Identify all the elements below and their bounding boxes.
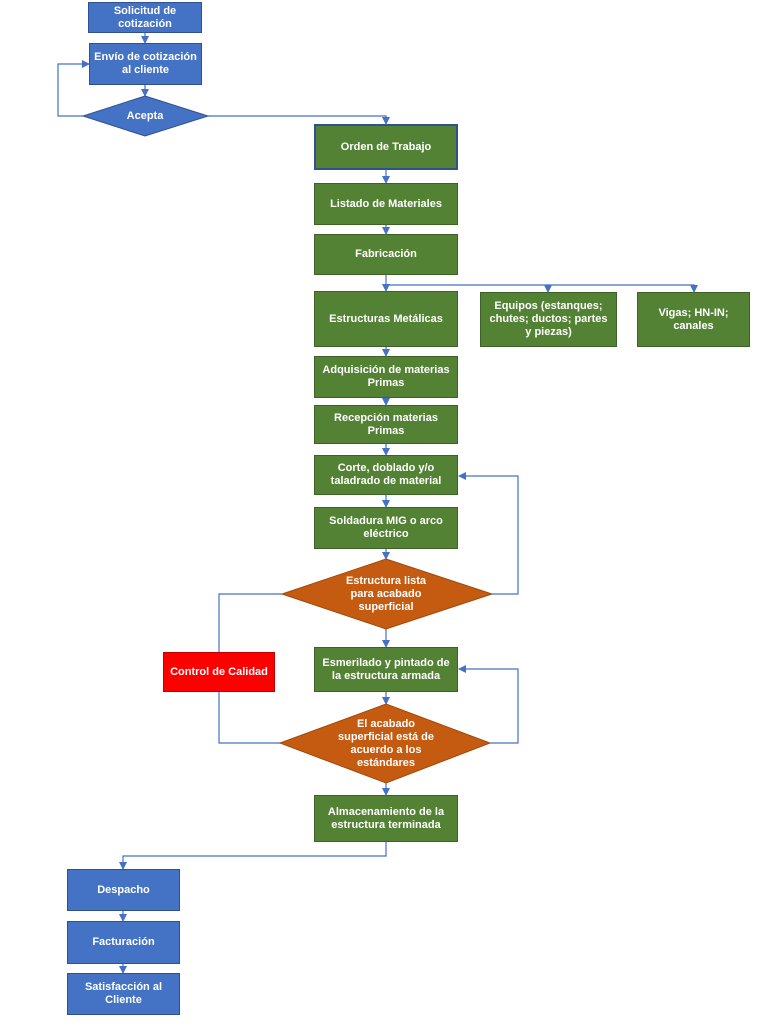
- corte-doblado-label: Corte, doblado y/o taladrado de material: [330, 462, 442, 487]
- estructura-lista-diamond: [280, 558, 494, 630]
- acabado-diamond: [278, 703, 492, 784]
- esmerilado-pintado-box: Esmerilado y pintado de la estructura ar…: [314, 647, 458, 692]
- estructuras-metalicas-box: Estructuras Metálicas: [314, 291, 458, 347]
- acepta-diamond: [81, 95, 210, 137]
- orden-trabajo-label: Orden de Trabajo: [340, 140, 432, 153]
- connector-lista-loop: [458, 472, 519, 595]
- vigas-label: Vigas; HN-IN; canales: [658, 306, 729, 332]
- connector-acepta-orden: [208, 115, 390, 125]
- despacho-box: Despacho: [67, 869, 180, 911]
- satisfaccion-cliente-box: Satisfacción al Cliente: [67, 973, 180, 1015]
- facturacion-box: Facturación: [67, 921, 180, 964]
- connector-fabricacion-vigas: [548, 284, 698, 293]
- envio-cotizacion-label: Envío de cotización al cliente: [94, 51, 197, 76]
- equipos-label: Equipos (estanques; chutes; ductos; part…: [489, 300, 608, 338]
- control-calidad-label: Control de Calidad: [170, 665, 268, 678]
- connector-acabado-loop: [458, 665, 519, 744]
- fabricacion-box: Fabricación: [314, 234, 458, 275]
- estructuras-metalicas-label: Estructuras Metálicas: [329, 312, 443, 325]
- adquisicion-materias-label: Adquisición de materias Primas: [322, 364, 450, 389]
- recepcion-materias-label: Recepción materias Primas: [334, 411, 438, 437]
- estructura-lista-label: Estructura lista para acabado superficia…: [345, 574, 427, 613]
- listado-materiales-box: Listado de Materiales: [314, 183, 458, 225]
- recepcion-materias-box: Recepción materias Primas: [314, 405, 458, 444]
- connector-almacenamiento-despacho: [119, 842, 387, 870]
- acepta-label: Acepta: [126, 109, 164, 122]
- satisfaccion-cliente-label: Satisfacción al Cliente: [84, 981, 163, 1006]
- envio-cotizacion-box: Envío de cotización al cliente: [89, 43, 202, 85]
- solicitud-cotizacion-box: Solicitud de cotización: [88, 2, 202, 33]
- facturacion-label: Facturación: [92, 936, 155, 948]
- fabricacion-label: Fabricación: [355, 248, 417, 260]
- soldadura-box: Soldadura MIG o arco eléctrico: [314, 507, 458, 549]
- listado-materiales-label: Listado de Materiales: [330, 197, 442, 210]
- orden-trabajo-box: Orden de Trabajo: [314, 124, 458, 170]
- almacenamiento-label: Almacenamiento de la estructura terminad…: [327, 805, 445, 831]
- control-calidad-box: Control de Calidad: [163, 652, 275, 692]
- esmerilado-pintado-label: Esmerilado y pintado de la estructura ar…: [322, 656, 450, 682]
- solicitud-cotizacion-label: Solicitud de cotización: [113, 4, 177, 30]
- equipos-box: Equipos (estanques; chutes; ductos; part…: [480, 292, 617, 347]
- corte-doblado-box: Corte, doblado y/o taladrado de material: [314, 455, 458, 495]
- connector-acepta-loop: [57, 60, 90, 117]
- acabado-label: El acabado superficial está de acuerdo a…: [338, 718, 434, 769]
- almacenamiento-box: Almacenamiento de la estructura terminad…: [314, 795, 458, 842]
- despacho-label: Despacho: [97, 883, 150, 896]
- soldadura-label: Soldadura MIG o arco eléctrico: [329, 515, 443, 540]
- adquisicion-materias-box: Adquisición de materias Primas: [314, 356, 458, 398]
- vigas-box: Vigas; HN-IN; canales: [637, 292, 750, 347]
